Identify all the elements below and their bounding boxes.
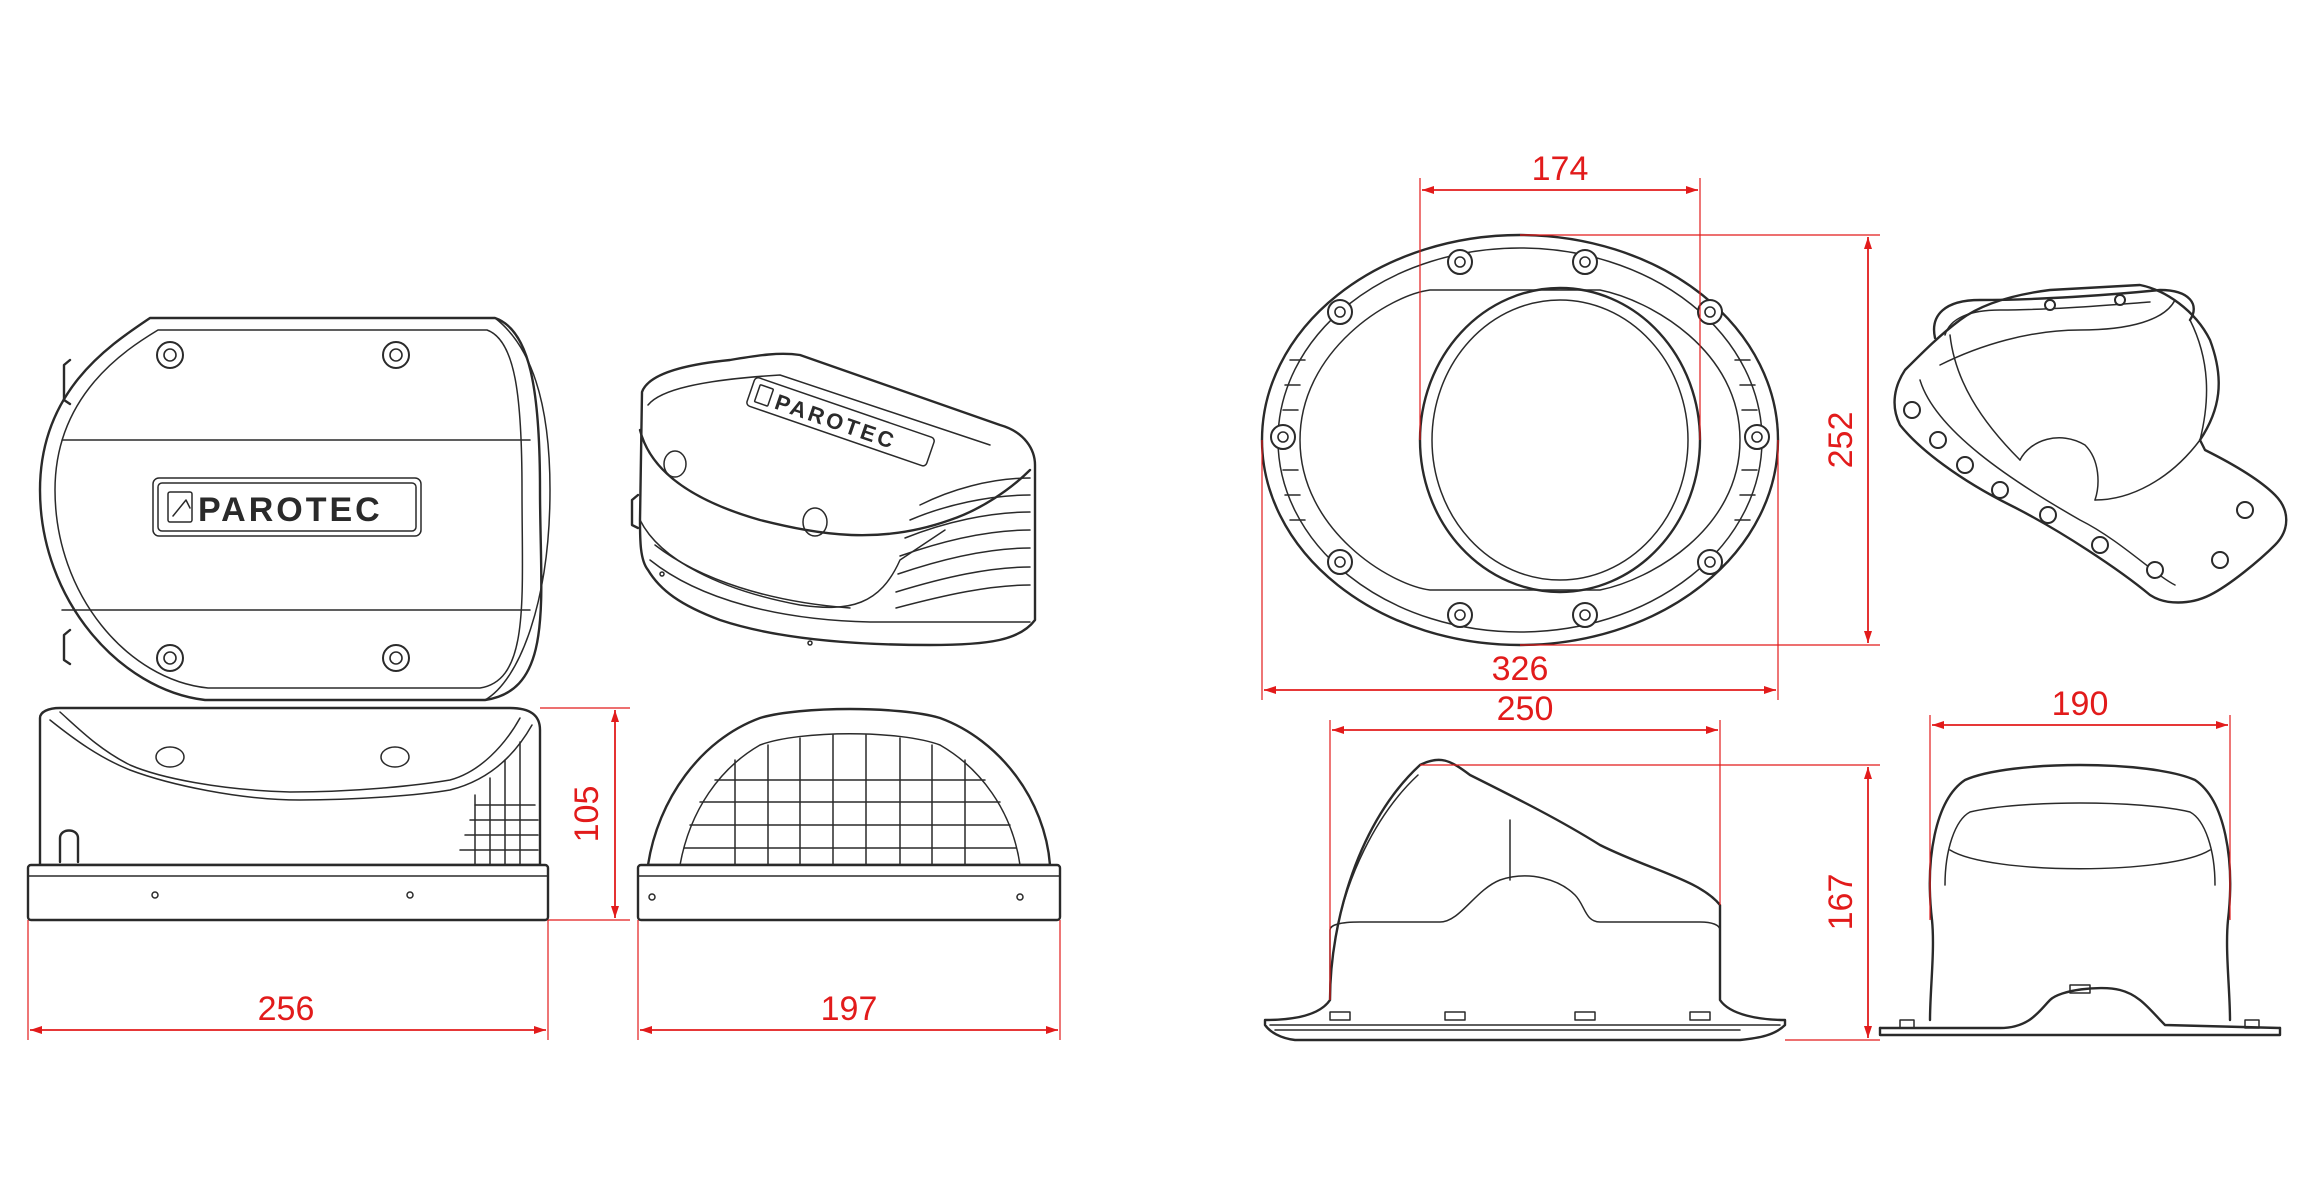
screw-3 xyxy=(156,644,184,672)
dim-250: 250 xyxy=(1329,690,1721,1000)
dim-105: 105 xyxy=(540,707,630,921)
cap-side-view xyxy=(636,707,1062,922)
dim-label-256: 256 xyxy=(258,990,315,1028)
cap-side-grille xyxy=(683,734,1017,866)
cap-iso-view: PAROTEC xyxy=(630,352,1037,647)
cap-top-view: PAROTEC xyxy=(38,316,551,702)
dim-256: 256 xyxy=(27,920,549,1040)
base-side-view xyxy=(1878,763,2282,1037)
dim-label-105: 105 xyxy=(568,786,606,843)
dim-label-197: 197 xyxy=(821,990,878,1028)
dim-label-167: 167 xyxy=(1822,874,1860,931)
dim-197: 197 xyxy=(637,920,1061,1040)
screw-1 xyxy=(156,341,184,369)
screw-4 xyxy=(382,644,410,672)
dim-label-250: 250 xyxy=(1497,690,1554,728)
base-iso-view xyxy=(1893,283,2288,604)
dim-326: 326 xyxy=(1261,440,1779,700)
dim-label-190: 190 xyxy=(2052,685,2109,723)
base-iso-holes xyxy=(1903,294,2254,579)
dim-label-326: 326 xyxy=(1492,650,1549,688)
dim-label-252: 252 xyxy=(1822,412,1860,469)
screw-2 xyxy=(382,341,410,369)
dim-label-174: 174 xyxy=(1532,150,1589,188)
cap-front-louvers xyxy=(459,741,539,866)
base-top-ribs xyxy=(1282,359,1758,521)
cap-top-logo: PAROTEC xyxy=(198,491,383,529)
dim-252: 252 xyxy=(1520,234,1880,646)
dim-167: 167 xyxy=(1420,764,1880,1041)
dim-174: 174 xyxy=(1419,150,1701,440)
base-front-view xyxy=(1263,758,1787,1042)
cap-iso-logo: PAROTEC xyxy=(772,389,900,454)
dim-190: 190 xyxy=(1929,685,2231,920)
cap-iso-louvers xyxy=(895,477,1031,609)
cap-front-view xyxy=(26,706,550,922)
base-top-mount-holes xyxy=(1270,249,1770,628)
